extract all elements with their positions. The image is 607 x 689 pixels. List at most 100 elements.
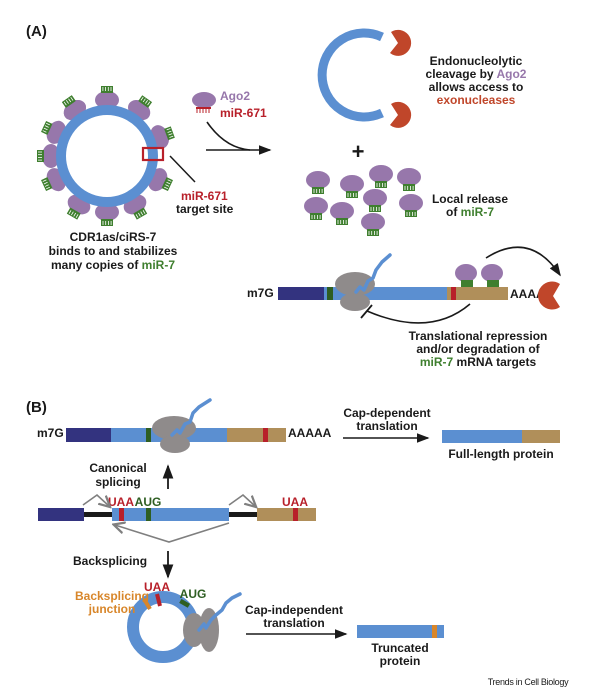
mir671-target-site-box — [141, 146, 165, 162]
ago2-icon — [304, 197, 328, 215]
cap-independent-line2: translation — [263, 616, 324, 630]
released-ago2-mir7-complex — [340, 175, 364, 198]
release-prefix: of — [446, 205, 461, 219]
released-ago2-mir7-complexes — [304, 165, 423, 236]
uaa-label-2: UAA — [282, 495, 308, 509]
circ-caption-line2: binds to and stabilizes — [49, 244, 178, 258]
cleavage-prefix: cleavage by — [426, 67, 497, 81]
exon-1 — [38, 508, 84, 521]
nascent-peptide — [170, 398, 212, 437]
circ-aug-label: AUG — [180, 587, 207, 601]
circ-caption-line1: CDR1as/ciRS-7 — [70, 230, 157, 244]
ago2-icon — [340, 175, 364, 193]
uaa-codon-2 — [293, 508, 298, 521]
mir7-strand-icon — [403, 184, 415, 191]
mir7-strand-icon — [369, 205, 381, 212]
cleaved-linear-rna — [317, 28, 384, 122]
circ-caption-line3: many copies of miR-7 — [51, 258, 175, 272]
junction-label-line1: Backsplicing — [75, 589, 149, 603]
mir7-strand-icon — [138, 95, 153, 108]
stop-codon — [451, 287, 456, 300]
canonical-line1: Canonical — [89, 461, 146, 475]
nascent-peptide — [354, 253, 392, 294]
mir7-strand-icon — [367, 229, 379, 236]
journal-credit: Trends in Cell Biology — [488, 677, 569, 687]
nascent-peptide — [197, 592, 242, 632]
start-codon — [327, 287, 333, 300]
degradation-arrow — [485, 246, 561, 277]
released-ago2-mir7-complex — [399, 194, 423, 217]
released-ago2-mir7-complex — [361, 213, 385, 236]
ago2-label: Ago2 — [220, 89, 250, 103]
intron-1 — [84, 512, 112, 517]
cleavage-text-line3: allows access to — [429, 80, 524, 94]
full-length-protein-label: Full-length protein — [448, 447, 553, 461]
ago2-mir671-complex — [192, 92, 216, 113]
exonuclease-bottom-icon — [390, 101, 412, 128]
ago2-icon — [399, 194, 423, 212]
released-ago2-mir7-complex — [304, 197, 328, 220]
ago2-icon — [361, 213, 385, 231]
truncated-label-line1: Truncated — [371, 641, 428, 655]
circ-uaa-mark — [155, 593, 162, 607]
circ-uaa-label: UAA — [144, 580, 170, 594]
mir7-strand-icon — [101, 219, 113, 226]
target-site-pointer-line — [169, 155, 196, 183]
panel-a-target-mrna — [278, 287, 508, 300]
canonical-line2: splicing — [95, 475, 140, 489]
bound-ago2-mir7-complex — [37, 144, 60, 168]
cdr1as-circle-group — [37, 86, 196, 226]
cleavage-text-line1: Endonucleolytic — [430, 54, 523, 68]
circ-aug-mark — [179, 598, 191, 608]
bound-ago2-mir7-complex — [95, 203, 119, 226]
backsplice-arc — [115, 523, 230, 543]
stop-codon — [263, 428, 268, 442]
ago2-icon — [397, 168, 421, 186]
panel-b-cap-label: m7G — [37, 426, 64, 440]
uaa-label-1: UAA — [108, 495, 134, 509]
mir7-strand-icon — [405, 210, 417, 217]
repression-bar — [360, 304, 373, 319]
splice-arc-1 — [82, 493, 109, 506]
exonuclease-top-icon — [390, 29, 412, 56]
plus-sign: + — [352, 139, 365, 164]
mir7-strand-icon — [346, 191, 358, 198]
cleavage-ago2: Ago2 — [496, 67, 526, 81]
bound-ago2-mir7-complex — [148, 168, 173, 192]
panel-b-polya-label: AAAAA — [288, 426, 332, 440]
repression-mir7: miR-7 — [420, 355, 454, 369]
mir7-strand-icon — [66, 207, 81, 220]
exon-2 — [112, 508, 229, 521]
repression-suffix: mRNA targets — [453, 355, 536, 369]
pre-mrna — [38, 508, 316, 521]
repression-inhibition-line — [366, 303, 471, 324]
mir7-strand-icon — [101, 86, 113, 93]
target-site-mir671-label: miR-671 — [181, 189, 228, 203]
three-prime-utr — [456, 287, 508, 300]
ago2-icon — [369, 165, 393, 183]
mir7-strand-icon — [310, 213, 322, 220]
backsplicing-label: Backsplicing — [73, 554, 147, 568]
mir7-strand-icon — [133, 207, 148, 220]
exon-3 — [257, 508, 316, 521]
release-text-line1: Local release — [432, 192, 508, 206]
truncated-protein — [357, 625, 444, 638]
cap-independent-line1: Cap-independent — [245, 603, 343, 617]
aug-label-1: AUG — [135, 495, 162, 509]
bound-ago2-mir7-complex — [95, 86, 119, 109]
mir7-strand-icon — [375, 181, 387, 188]
uaa-codon — [119, 508, 124, 521]
ago2-icon — [42, 144, 60, 168]
repression-text-line3: miR-7 mRNA targets — [420, 355, 537, 369]
aug-codon — [146, 508, 151, 521]
exonuclease-mrna-icon — [538, 281, 560, 310]
ago2-icon — [363, 189, 387, 207]
cap-dependent-line1: Cap-dependent — [343, 406, 430, 420]
mir7-strand-icon — [312, 187, 324, 194]
panel-b-label: (B) — [26, 399, 47, 416]
utr-bound-mir7 — [455, 264, 503, 287]
three-prime-utr — [227, 428, 286, 442]
panel-a-label: (A) — [26, 23, 47, 40]
released-ago2-mir7-complex — [306, 171, 330, 194]
